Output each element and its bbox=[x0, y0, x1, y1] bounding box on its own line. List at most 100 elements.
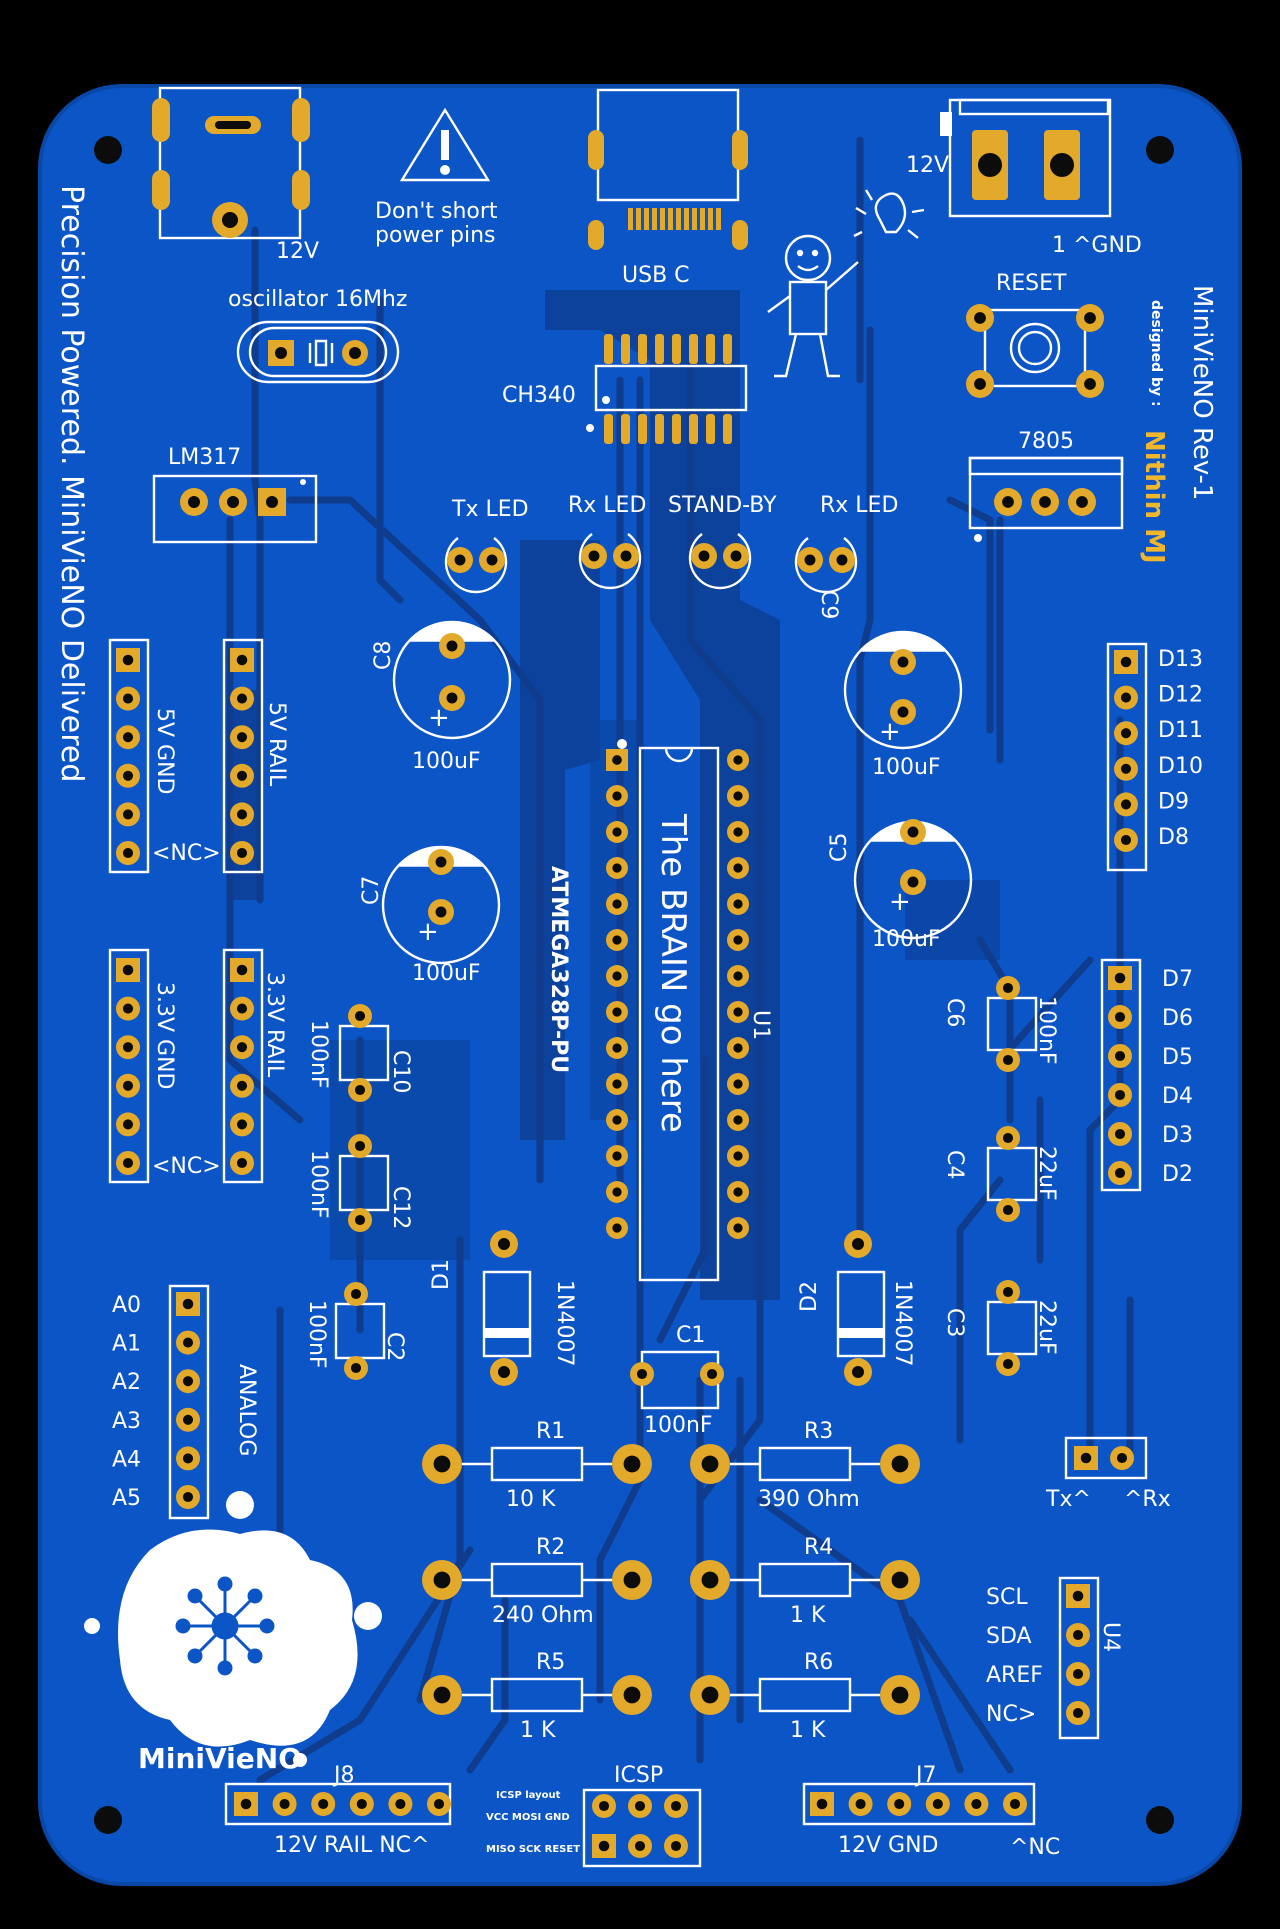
usb-label: USB C bbox=[622, 263, 690, 288]
ch340-pin bbox=[655, 334, 664, 364]
analog-pin-label: A4 bbox=[112, 1447, 141, 1472]
rail33-gnd-header-pin bbox=[116, 996, 140, 1021]
mcu-pin bbox=[727, 1073, 749, 1095]
cap-value: 100nF bbox=[306, 1020, 331, 1089]
u1-label: U1 bbox=[748, 1010, 773, 1040]
icsp-pin bbox=[628, 1834, 652, 1858]
digital-bottom-header-pin bbox=[1108, 1122, 1132, 1146]
reset-button[interactable]: RESET bbox=[966, 271, 1104, 398]
resistor-value: 390 Ohm bbox=[758, 1487, 860, 1512]
ch340-pin bbox=[672, 334, 681, 364]
resistor-label: R1 bbox=[536, 1419, 565, 1444]
cap-pad bbox=[428, 899, 454, 925]
diode-d1: D1 1N4007 bbox=[429, 1230, 577, 1386]
designer-prefix: designed by : bbox=[1148, 300, 1164, 407]
reg-7805-label: 7805 bbox=[1018, 429, 1074, 454]
analog-pin-label: A2 bbox=[112, 1370, 141, 1395]
ch340-label: CH340 bbox=[502, 383, 576, 408]
mcu-pin bbox=[606, 1109, 628, 1131]
digital-top-header-pin bbox=[1114, 792, 1138, 817]
cap-pad bbox=[900, 869, 926, 895]
screw-terminal: 12V 1 ^GND bbox=[906, 98, 1142, 258]
mcu-pin bbox=[606, 1217, 628, 1239]
icsp-pin bbox=[592, 1794, 616, 1818]
u4-header-pin-1 bbox=[1066, 1584, 1090, 1608]
led-pad bbox=[447, 547, 473, 573]
icsp-pin-1 bbox=[592, 1834, 616, 1858]
cap-pad bbox=[428, 849, 454, 875]
rail33-gnd-header-pin bbox=[116, 1151, 140, 1175]
digital-top-header-pin bbox=[1114, 756, 1138, 781]
rail33-rail-header bbox=[222, 948, 264, 1184]
cap-label: C12 bbox=[388, 1186, 413, 1229]
rail33-gnd-header bbox=[108, 948, 150, 1184]
mcu-pin bbox=[727, 821, 749, 843]
analog-label: ANALOG bbox=[234, 1364, 259, 1456]
resistor-pad bbox=[422, 1675, 462, 1715]
ch340-chip: CH340 bbox=[502, 334, 748, 444]
rail5-rail-label: 5V RAIL bbox=[264, 702, 289, 787]
ch340-pin bbox=[689, 414, 698, 444]
resistor: R61 K bbox=[690, 1650, 920, 1743]
tx-rx-header-pin bbox=[1110, 1446, 1134, 1470]
usb-pin bbox=[692, 208, 697, 230]
d1-label: D1 bbox=[429, 1259, 454, 1290]
mcu-pin bbox=[727, 1001, 749, 1023]
resistor-pad bbox=[880, 1444, 920, 1484]
reg-7805-pad bbox=[994, 488, 1022, 516]
usb-pin bbox=[708, 208, 713, 230]
cap-pad bbox=[996, 1198, 1020, 1222]
rx-led-label: Rx LED bbox=[568, 493, 646, 518]
rail5-gnd-label: 5V GND bbox=[152, 708, 177, 795]
warning-icon bbox=[441, 130, 449, 160]
resistor-label: R3 bbox=[804, 1419, 833, 1444]
resistor-pad bbox=[612, 1675, 652, 1715]
warning-line1: Don't short bbox=[375, 199, 498, 224]
resistor-pad bbox=[422, 1444, 462, 1484]
mcu-pin bbox=[727, 1181, 749, 1203]
cap-label: C8 bbox=[371, 641, 396, 670]
board-edge bbox=[38, 84, 1242, 1886]
rail5-gnd-header-pin bbox=[116, 763, 140, 788]
icsp-pin bbox=[628, 1794, 652, 1818]
mcu-pin bbox=[727, 1109, 749, 1131]
rail33-rail-header-pin-1 bbox=[230, 958, 254, 982]
usb-pin bbox=[684, 208, 689, 230]
ch340-pin bbox=[638, 334, 647, 364]
mcu-pin bbox=[727, 1037, 749, 1059]
analog-pin-label: A5 bbox=[112, 1486, 141, 1511]
u4-header-pin bbox=[1066, 1662, 1090, 1686]
mcu-pin bbox=[727, 785, 749, 807]
digital-top-header-pin bbox=[1114, 828, 1138, 852]
rail33-gnd-label: 3.3V GND bbox=[152, 982, 177, 1089]
ch340-pin bbox=[655, 414, 664, 444]
mcu-pin bbox=[606, 1073, 628, 1095]
c1-label: C1 bbox=[676, 1323, 705, 1348]
j7-header-pin bbox=[848, 1792, 873, 1816]
resistor-label: R5 bbox=[536, 1650, 565, 1675]
j8-header-pin bbox=[311, 1792, 336, 1816]
digital-bottom-header-pin bbox=[1108, 1161, 1132, 1185]
digital-top-header-pin bbox=[1114, 721, 1138, 746]
u4-header-pin bbox=[1066, 1623, 1090, 1647]
digital-pin-label: D13 bbox=[1158, 647, 1203, 672]
digital-pin-label: D5 bbox=[1162, 1045, 1193, 1070]
j8-header-pin bbox=[349, 1792, 374, 1816]
rail5-rail-header-pin bbox=[230, 725, 254, 750]
ch340-pin bbox=[604, 334, 613, 364]
rail5-rail-header bbox=[222, 638, 264, 874]
resistor-value: 240 Ohm bbox=[492, 1603, 594, 1628]
analog-pin-label: A3 bbox=[112, 1409, 141, 1434]
j7-header-pin bbox=[1003, 1792, 1027, 1816]
usb-pin bbox=[636, 208, 641, 230]
mcu-pin bbox=[606, 821, 628, 843]
mcu-pin bbox=[606, 893, 628, 915]
cap-pad bbox=[890, 699, 916, 725]
d2-label: D2 bbox=[797, 1281, 822, 1312]
